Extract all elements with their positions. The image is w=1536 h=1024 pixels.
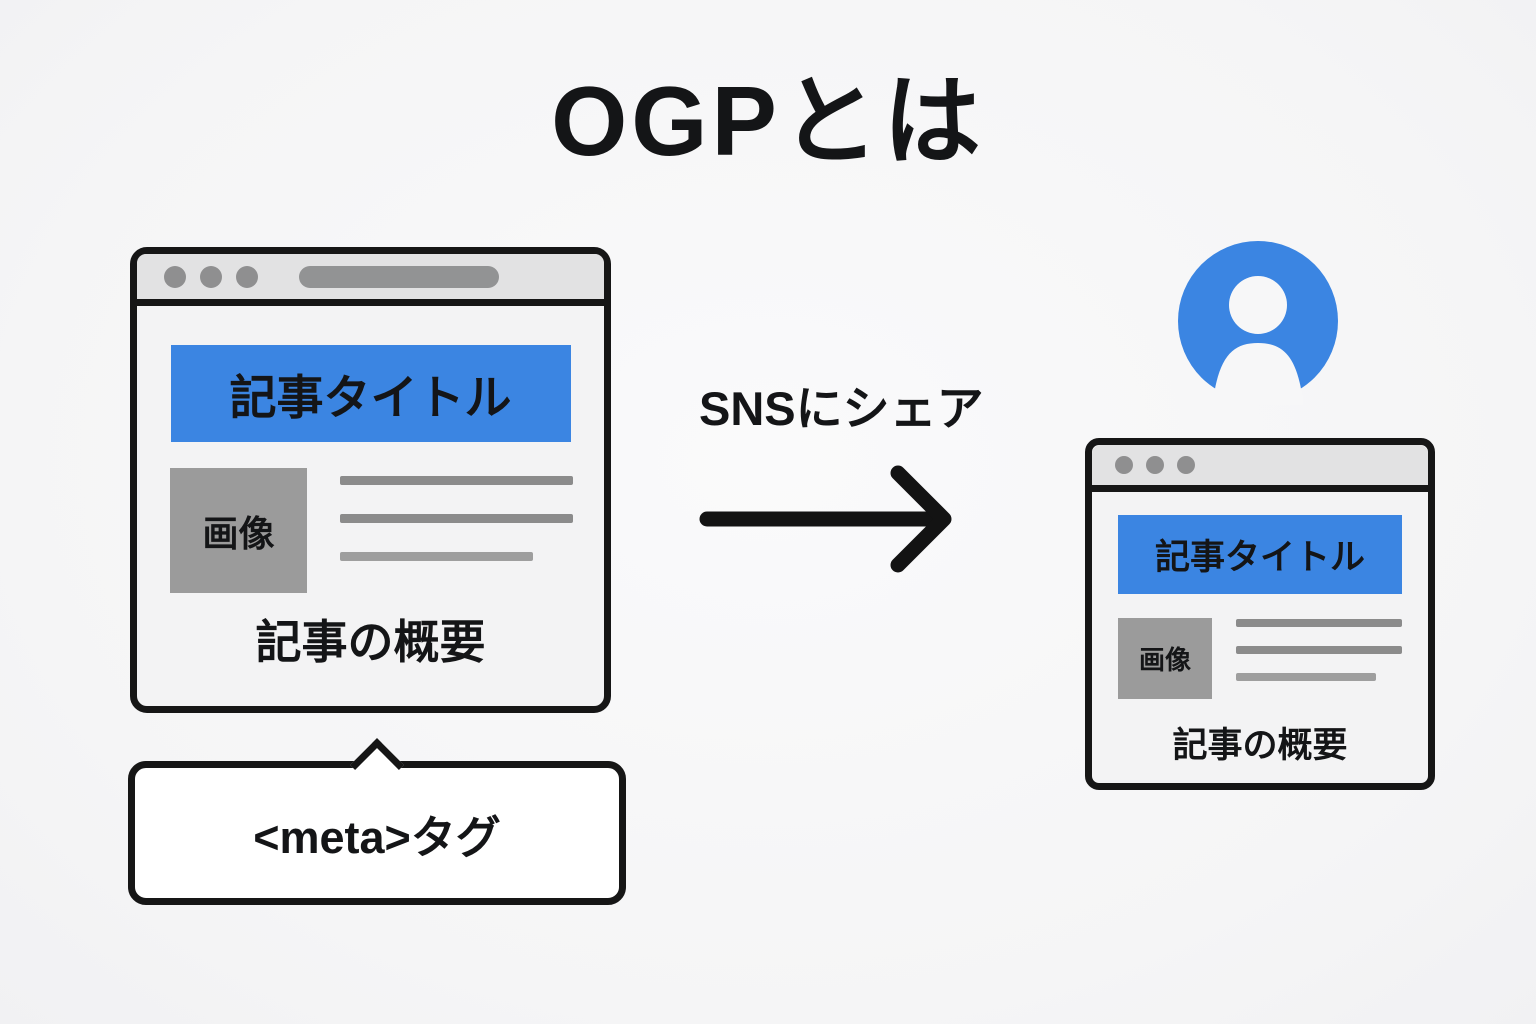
share-label: SNSにシェア [699,382,984,435]
meta-tag-label: <meta>タグ [253,811,501,863]
traffic-light-dot [1146,456,1164,474]
traffic-light-dot [236,265,258,288]
source-browser-window: 記事タイトル 画像 記事の概要 [130,247,611,713]
traffic-light-dot [164,265,186,288]
article-image-placeholder: 画像 [1118,618,1212,699]
address-bar [299,265,499,288]
text-line-placeholder [340,552,533,561]
article-image-placeholder: 画像 [170,468,307,593]
user-avatar-icon [1178,241,1338,405]
preview-body: 画像 [1118,618,1402,700]
text-line-placeholder [1236,673,1376,681]
article-title-banner: 記事タイトル [170,345,571,442]
sns-preview-window: 記事タイトル 画像 記事の概要 [1085,438,1435,790]
article-title-banner: 記事タイトル [1118,515,1402,594]
traffic-light-dot [1177,456,1195,474]
browser-chrome-bar [137,254,604,306]
article-summary: 記事の概要 [255,616,486,668]
traffic-light-dot [200,265,222,288]
text-line-placeholder [340,514,573,523]
callout-pointer-icon [350,738,404,792]
page-title: OGPとは [551,66,985,176]
text-line-placeholder [1236,619,1402,627]
text-placeholder-lines [340,468,573,590]
share-arrow-icon [699,465,952,573]
text-line-placeholder [340,476,573,485]
text-placeholder-lines [1236,618,1402,700]
meta-tag-callout: <meta>タグ [128,738,626,905]
browser-chrome-bar [1092,445,1428,492]
article-summary: 記事の概要 [1172,726,1348,765]
traffic-light-dot [1115,456,1133,474]
text-line-placeholder [1236,646,1402,654]
article-body: 画像 [170,468,573,593]
